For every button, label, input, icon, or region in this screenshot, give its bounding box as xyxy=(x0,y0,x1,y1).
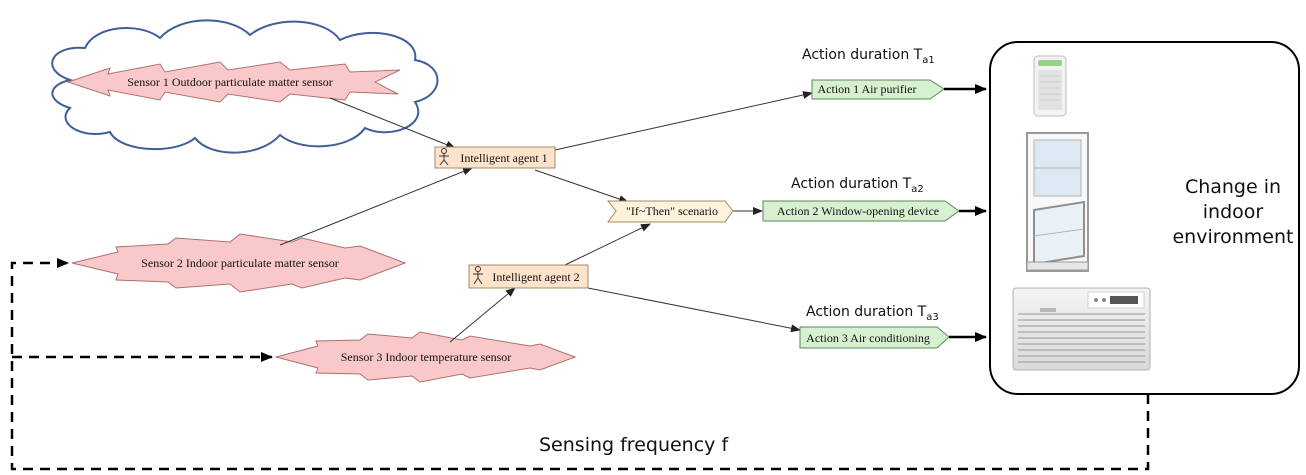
action-2-shape xyxy=(762,200,960,222)
stick-figure-icon xyxy=(439,148,449,166)
sensor-2-label: Sensor 2 Indoor particulate matter senso… xyxy=(141,256,339,270)
edge-sensor3-agent2 xyxy=(449,287,516,343)
sensor-1-label: Sensor 1 Outdoor particulate matter sens… xyxy=(127,75,333,89)
edge-sensor1-agent1 xyxy=(329,97,456,149)
feedback-loop-line xyxy=(10,258,1150,471)
scenario-shape xyxy=(606,200,734,223)
edge-agent1-scenario xyxy=(534,169,629,203)
environment-line-1: Change in xyxy=(1185,176,1281,198)
action-1-shape xyxy=(811,79,945,100)
edge-agent1-action1 xyxy=(554,91,813,151)
sensing-frequency-label: Sensing frequency f xyxy=(539,434,729,456)
action-3-label: Action 3 Air conditioning xyxy=(806,331,930,345)
sensor-1-shape xyxy=(66,61,401,103)
air-conditioner-icon xyxy=(1012,287,1151,371)
stick-figure-icon xyxy=(473,266,483,285)
agent-2-box xyxy=(468,264,589,289)
sensor-2-shape xyxy=(71,233,407,293)
sensor-3-shape xyxy=(274,331,577,383)
environment-line-2: indoor xyxy=(1203,201,1264,223)
agent-1-label: Intelligent agent 1 xyxy=(460,151,547,165)
environment-line-3: environment xyxy=(1172,226,1293,248)
edge-sensor2-agent1 xyxy=(279,167,473,246)
action-3-shape xyxy=(799,326,950,349)
sensor-3-label: Sensor 3 Indoor temperature sensor xyxy=(341,350,512,364)
air-purifier-icon xyxy=(1033,55,1067,117)
action-3-duration: Action duration Ta3 xyxy=(806,304,939,323)
window-icon xyxy=(1026,132,1089,272)
scenario-label: "If~Then" scenario xyxy=(626,204,718,218)
agent-2-label: Intelligent agent 2 xyxy=(492,270,579,284)
action-1-duration: Action duration Ta1 xyxy=(802,47,935,66)
agent-1-box xyxy=(434,146,556,169)
action-2-label: Action 2 Window-opening device xyxy=(777,204,939,218)
edge-agent2-action3 xyxy=(587,287,801,333)
action-2-duration: Action duration Ta2 xyxy=(791,176,924,195)
action-1-label: Action 1 Air purifier xyxy=(818,82,917,96)
edge-agent2-scenario xyxy=(564,223,651,266)
